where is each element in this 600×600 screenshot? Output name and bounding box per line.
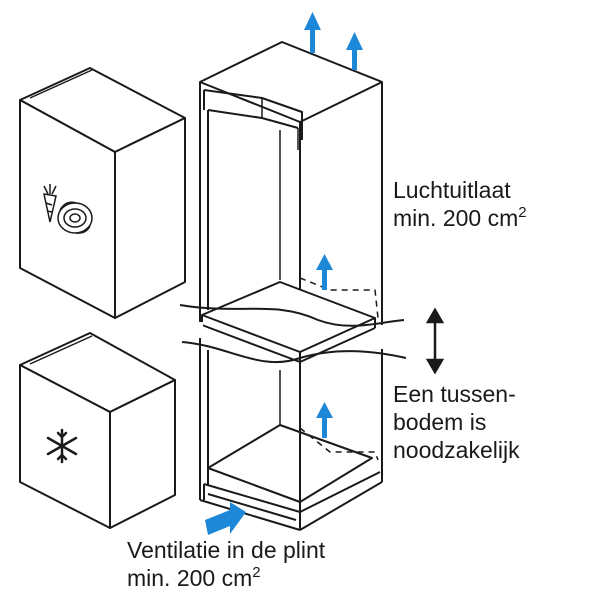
shelf-label-line1: Een tussen- <box>393 381 516 407</box>
airflow-up-arrow-icon <box>304 12 363 438</box>
exhaust-label-line2: min. 200 cm <box>393 205 519 231</box>
carrot-icon <box>43 184 57 223</box>
shelf-label-line3: noodzakelijk <box>393 437 520 463</box>
intermediate-shelf <box>201 281 376 363</box>
shelf-label-line2: bodem is <box>393 409 487 435</box>
cabbage-icon <box>57 201 93 234</box>
airflow-in-arrow-icon <box>205 502 246 535</box>
freezer-door <box>19 332 176 529</box>
cabinet <box>199 41 383 531</box>
shelf-label: Een tussen- bodem is noodzakelijk <box>393 380 520 464</box>
intake-label-line2: min. 200 cm <box>127 565 253 591</box>
exhaust-label-line1: Luchtuitlaat <box>393 177 511 203</box>
exhaust-label: Luchtuitlaat min. 200 cm2 <box>393 176 527 232</box>
hidden-edges <box>299 277 379 461</box>
break-lines <box>179 304 407 363</box>
double-arrow-icon <box>425 307 445 375</box>
fridge-door <box>19 67 186 319</box>
intake-label-sup: 2 <box>252 564 261 581</box>
intake-label-line1: Ventilatie in de plint <box>127 537 326 563</box>
intake-label: Ventilatie in de plint min. 200 cm2 <box>127 536 325 592</box>
snowflake-icon <box>46 428 78 464</box>
exhaust-label-sup: 2 <box>518 204 527 221</box>
